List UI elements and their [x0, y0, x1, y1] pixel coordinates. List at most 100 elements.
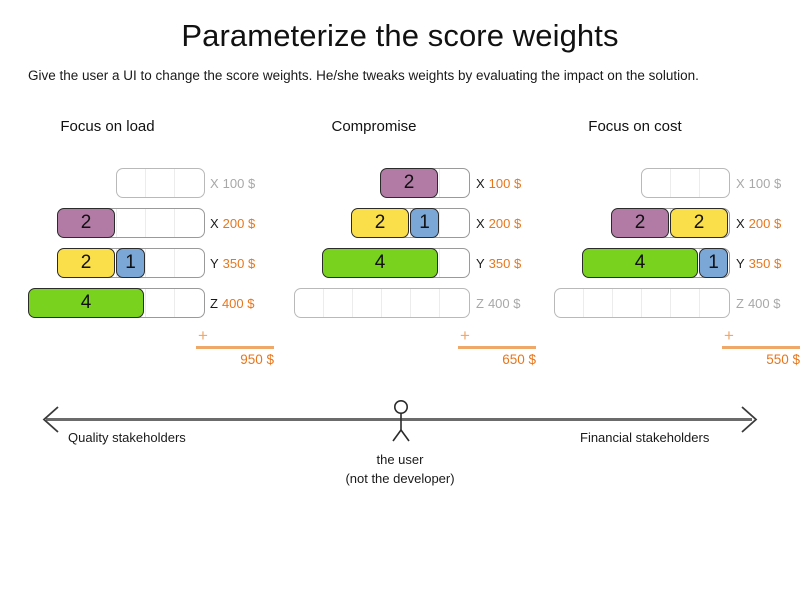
weight-bar[interactable]: [554, 288, 730, 318]
weight-bar-track[interactable]: [294, 288, 470, 318]
weight-segment-blue[interactable]: 1: [116, 248, 145, 278]
scenario-title: Compromise: [331, 118, 417, 135]
weight-bar-cell[interactable]: [175, 249, 204, 277]
weight-segment-yellow[interactable]: 2: [351, 208, 409, 238]
weight-row-amount: 400 $: [221, 295, 255, 311]
weight-segment-purple[interactable]: 2: [611, 208, 669, 238]
total-rule: [722, 346, 800, 349]
weight-bar-cell[interactable]: [613, 289, 642, 317]
weight-bar-cell[interactable]: [440, 289, 469, 317]
weight-bar-cell[interactable]: [117, 289, 146, 317]
scenario-title: Focus on cost: [588, 118, 682, 135]
weight-bar-cell[interactable]: [411, 249, 440, 277]
page-title: Parameterize the score weights: [181, 18, 619, 53]
weight-bar-track[interactable]: [116, 168, 205, 198]
weight-bar-cell[interactable]: [88, 209, 117, 237]
weight-segment-blue[interactable]: 1: [410, 208, 439, 238]
weight-bar-cell[interactable]: [382, 289, 411, 317]
weight-bar-cell[interactable]: [146, 289, 175, 317]
total-rule: [458, 346, 536, 349]
weight-bar-cell[interactable]: [642, 169, 671, 197]
page-subtitle: Give the user a UI to change the score w…: [28, 68, 699, 83]
weight-bar[interactable]: 4: [28, 288, 205, 318]
weight-bar-cell[interactable]: [175, 169, 204, 197]
weight-row-amount: 100 $: [222, 175, 256, 191]
weight-bar-cell[interactable]: [671, 169, 700, 197]
weight-segment-purple[interactable]: 2: [57, 208, 115, 238]
weight-row-key: X: [476, 175, 485, 191]
weight-bar-cell[interactable]: [146, 169, 175, 197]
weight-bar-cell[interactable]: [324, 289, 353, 317]
weight-bar[interactable]: 4: [322, 248, 470, 278]
weight-row-key: Y: [210, 255, 219, 271]
weight-bar[interactable]: [294, 288, 470, 318]
weight-bar-cell[interactable]: [411, 209, 440, 237]
weight-bar-cell[interactable]: [440, 169, 469, 197]
weight-bar-cell[interactable]: [295, 289, 324, 317]
weight-bar-cell[interactable]: [584, 289, 613, 317]
weight-bar[interactable]: 2: [57, 208, 205, 238]
weight-segment-green[interactable]: 4: [28, 288, 144, 318]
weight-segment-green[interactable]: 4: [322, 248, 438, 278]
weight-segment-value: 4: [80, 292, 92, 313]
weight-segment-blue[interactable]: 1: [699, 248, 728, 278]
weight-bar-cell[interactable]: [440, 209, 469, 237]
weight-bar-cell[interactable]: [440, 249, 469, 277]
weight-bar-cell[interactable]: [411, 169, 440, 197]
weight-bar-track[interactable]: [641, 168, 730, 198]
weight-bar-cell[interactable]: [117, 209, 146, 237]
weight-bar-cell[interactable]: [175, 289, 204, 317]
weight-row-amount: 200 $: [748, 215, 782, 231]
weight-bar-cell[interactable]: [555, 289, 584, 317]
weight-segment-yellow[interactable]: 2: [670, 208, 728, 238]
plus-sign: +: [460, 326, 470, 345]
weight-row-key: Z: [736, 295, 744, 311]
weight-bar-cell[interactable]: [700, 169, 729, 197]
weight-bar-cell[interactable]: [146, 209, 175, 237]
weight-bar[interactable]: [116, 168, 205, 198]
user-caption-line-2: (not the developer): [345, 471, 455, 486]
weight-segment-green[interactable]: 4: [582, 248, 698, 278]
weight-bar[interactable]: 2: [380, 168, 470, 198]
weight-segment-value: 4: [374, 252, 386, 273]
weight-segment-yellow[interactable]: 2: [57, 248, 115, 278]
weight-bar-cell[interactable]: [117, 169, 146, 197]
weight-row-amount: 400 $: [747, 295, 781, 311]
weight-bar[interactable]: [641, 168, 730, 198]
weight-bar-cell[interactable]: [146, 249, 175, 277]
weight-segment-purple[interactable]: 2: [380, 168, 438, 198]
weight-bar-cell[interactable]: [671, 289, 700, 317]
weight-row-key: Y: [476, 255, 485, 271]
weight-segments: 2: [57, 208, 115, 238]
total-value: 950 $: [240, 351, 274, 367]
weight-bar-cell[interactable]: [642, 289, 671, 317]
weight-segment-value: 2: [634, 212, 646, 233]
weight-bar-track[interactable]: [554, 288, 730, 318]
weight-bar-cell[interactable]: [353, 289, 382, 317]
weight-bar-cell[interactable]: [411, 289, 440, 317]
weight-bar-cell[interactable]: [700, 289, 729, 317]
weight-bar-cell[interactable]: [175, 209, 204, 237]
weight-bar-cell[interactable]: [117, 249, 146, 277]
